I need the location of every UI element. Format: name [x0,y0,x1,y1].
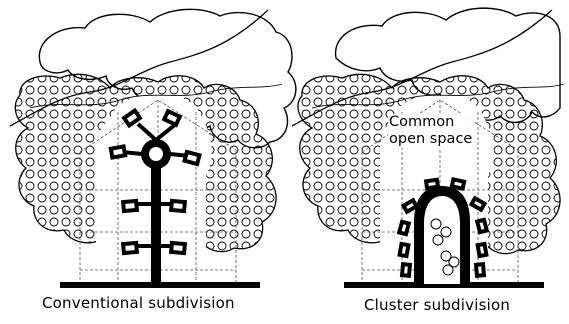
house [122,241,139,254]
house [109,145,127,160]
house [424,178,439,190]
cluster-panel [292,8,564,288]
house [170,199,187,212]
house [122,199,139,212]
house [398,242,410,258]
common-open-space-label-line1: Common [389,114,472,131]
common-open-space-label: Common open space [388,114,473,148]
house [474,263,485,278]
house [400,263,411,278]
house [450,178,466,191]
cluster-loop-road [414,186,470,284]
conventional-panel [10,9,296,288]
cluster-subdivision-caption: Cluster subdivision [364,296,510,314]
house [170,241,187,254]
common-open-space-label-line2: open space [389,131,472,148]
conventional-subdivision-caption: Conventional subdivision [42,294,235,312]
common-open-space-area [424,196,460,284]
house [476,242,488,258]
